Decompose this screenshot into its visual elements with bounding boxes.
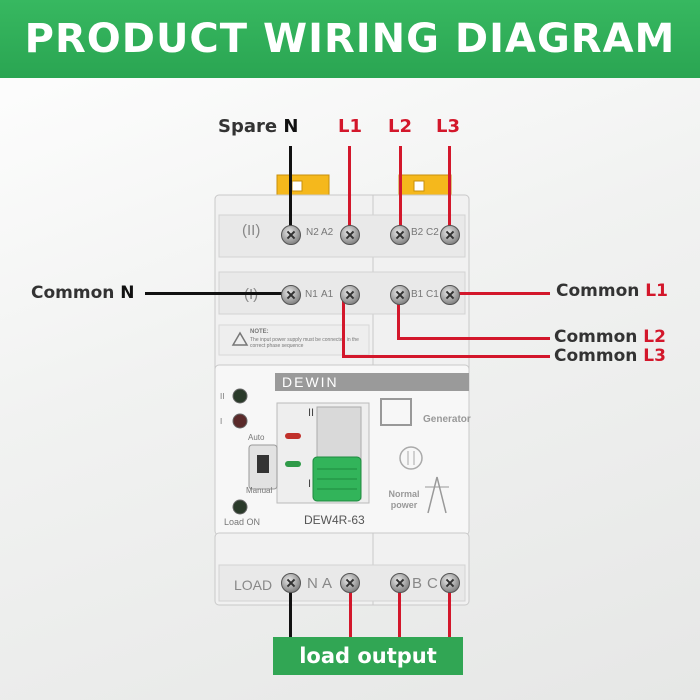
terminal-c2: C2 xyxy=(426,227,439,238)
common-l2-wire-h xyxy=(397,337,550,340)
common-n-label: Common N xyxy=(31,283,135,303)
title-banner: PRODUCT WIRING DIAGRAM xyxy=(0,0,700,78)
note-title: NOTE: xyxy=(250,329,269,335)
normal-power-label: Normal power xyxy=(388,489,420,510)
spare-n-wire xyxy=(289,146,292,234)
terminal-b1: B1 xyxy=(411,289,424,300)
load-c-wire xyxy=(448,582,451,637)
common-n-wire xyxy=(145,292,291,295)
common-l1-label: Common L1 xyxy=(556,281,668,301)
bottom-terminal-c: C xyxy=(427,575,438,592)
common-n-letter: N xyxy=(120,283,135,303)
screw-a2-icon xyxy=(340,225,360,245)
terminal-a1: A1 xyxy=(321,289,334,300)
auto-manual-switch[interactable] xyxy=(249,445,277,489)
bottom-terminal-b: B xyxy=(412,575,423,592)
common-l3-wire-v xyxy=(342,294,345,358)
handle-i-mark: I xyxy=(308,478,312,490)
bottom-terminal-a: A xyxy=(322,575,333,592)
common-l3-letter: L3 xyxy=(643,346,666,366)
manual-label: Manual xyxy=(246,486,273,495)
terminal-n2: N2 xyxy=(306,227,319,238)
common-l1-text: Common xyxy=(556,281,640,301)
auto-label: Auto xyxy=(248,433,265,442)
model-label: DEW4R-63 xyxy=(304,513,365,527)
l3-wire xyxy=(448,146,451,234)
screw-load-a-icon xyxy=(340,573,360,593)
screw-n2-icon xyxy=(281,225,301,245)
top-l3-label: L3 xyxy=(436,116,460,137)
screw-c1-icon xyxy=(440,285,460,305)
screw-load-n-icon xyxy=(281,573,301,593)
terminal-a2: A2 xyxy=(321,227,334,238)
spare-n-label: Spare N xyxy=(218,116,298,137)
common-l3-label: Common L3 xyxy=(554,346,666,366)
screw-load-c-icon xyxy=(440,573,460,593)
l1-wire xyxy=(348,146,351,234)
l2-wire xyxy=(399,146,402,234)
page-title: PRODUCT WIRING DIAGRAM xyxy=(24,16,676,62)
screw-c2-icon xyxy=(440,225,460,245)
generator-label: Generator xyxy=(423,414,471,425)
top-l2-label: L2 xyxy=(388,116,412,137)
load-output-label: load output xyxy=(299,644,437,668)
common-l1-wire xyxy=(452,292,550,295)
load-a-wire xyxy=(349,582,352,637)
screw-b2-icon xyxy=(390,225,410,245)
load-n-wire xyxy=(289,582,292,637)
common-l3-text: Common xyxy=(554,346,638,366)
common-l2-label: Common L2 xyxy=(554,327,666,347)
terminal-b2: B2 xyxy=(411,227,424,238)
load-output-box: load output xyxy=(273,637,463,675)
screw-a1-icon xyxy=(340,285,360,305)
brand-label: DEWIN xyxy=(282,374,339,390)
row-ii-mark: (II) xyxy=(242,222,261,239)
handle-ii-mark: II xyxy=(308,407,315,419)
common-n-text: Common xyxy=(31,283,115,303)
note-text: The input power supply must be connected… xyxy=(250,337,359,349)
bottom-terminal-n: N xyxy=(307,575,318,592)
indicator-i-label: I xyxy=(220,417,223,426)
common-l2-text: Common xyxy=(554,327,638,347)
spare-n-letter: N xyxy=(283,116,299,137)
load-on-label: Load ON xyxy=(224,517,261,527)
top-l1-label: L1 xyxy=(338,116,362,137)
common-l2-letter: L2 xyxy=(643,327,666,347)
load-label: LOAD xyxy=(234,577,273,593)
common-l3-wire-h xyxy=(342,355,550,358)
screw-load-b-icon xyxy=(390,573,410,593)
common-l1-letter: L1 xyxy=(645,281,668,301)
screw-n1-icon xyxy=(281,285,301,305)
indicator-ii-label: II xyxy=(220,392,225,401)
load-b-wire xyxy=(398,582,401,637)
terminal-n1: N1 xyxy=(305,289,318,300)
screw-b1-icon xyxy=(390,285,410,305)
terminal-c1: C1 xyxy=(426,289,439,300)
common-l2-wire-v xyxy=(397,294,400,339)
spare-text: Spare xyxy=(218,116,278,137)
